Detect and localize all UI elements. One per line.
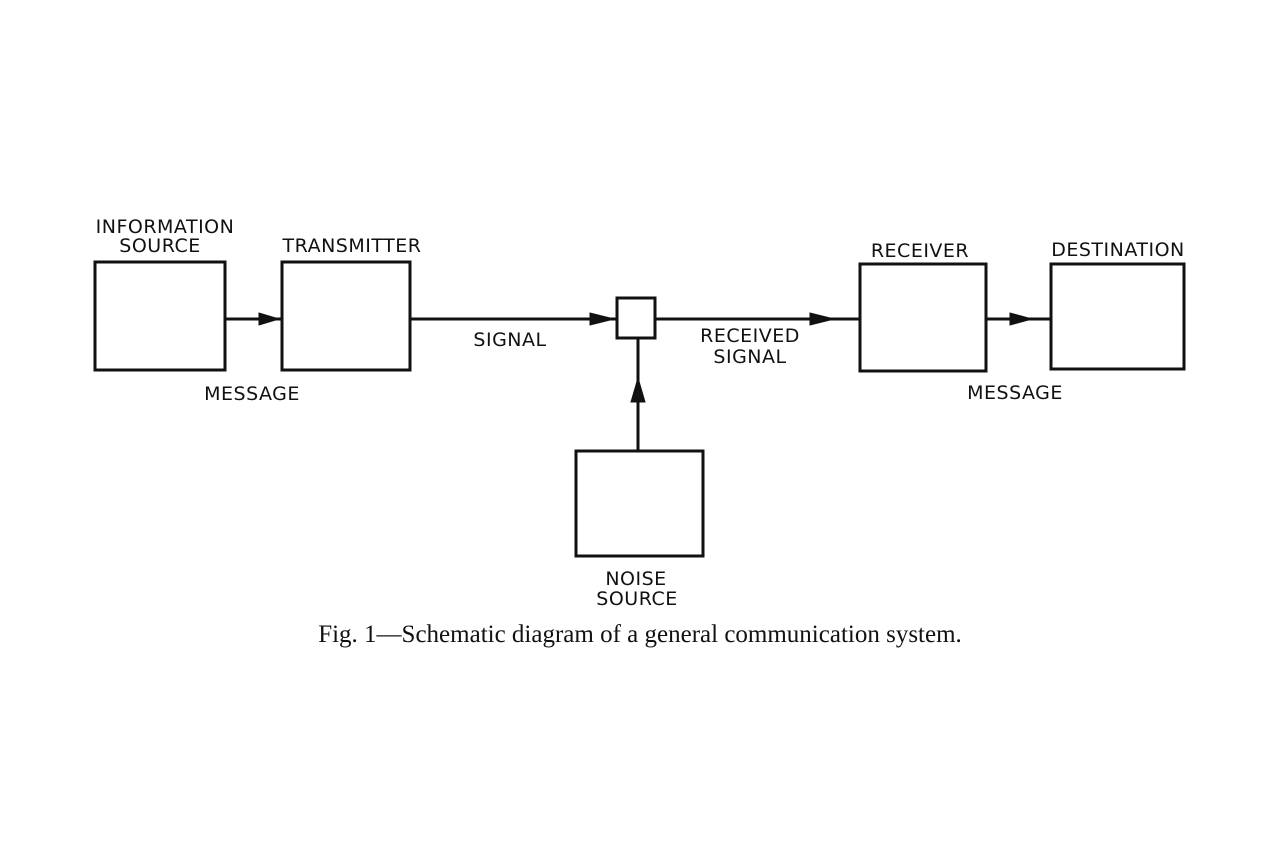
- message-arrow-head-in: [258, 312, 281, 326]
- signal-label: SIGNAL: [473, 329, 546, 351]
- noise-junction-box: [615, 296, 657, 340]
- information-source-label-line1: INFORMATION: [96, 216, 235, 238]
- receiver-label: RECEIVER: [871, 240, 969, 262]
- received-signal-label-line2: SIGNAL: [713, 346, 786, 368]
- signal-arrow-head: [589, 312, 615, 326]
- receiver-box: [858, 262, 988, 373]
- noise-source-box: [574, 449, 705, 558]
- noise-source-label-line1: NOISE: [605, 568, 666, 590]
- information-source-label-line2: SOURCE: [119, 235, 200, 257]
- information-source-box: [93, 260, 227, 372]
- received-signal-arrow-head: [809, 312, 835, 326]
- message-label-out: MESSAGE: [967, 382, 1063, 404]
- transmitter-label: TRANSMITTER: [282, 235, 422, 257]
- message-label-in: MESSAGE: [204, 383, 300, 405]
- destination-box: [1049, 262, 1186, 371]
- noise-source-label-line2: SOURCE: [596, 588, 677, 610]
- message-arrow-head-out: [1009, 312, 1034, 326]
- figure-caption: Fig. 1—Schematic diagram of a general co…: [318, 621, 962, 648]
- destination-label: DESTINATION: [1051, 239, 1185, 261]
- transmitter-box: [280, 260, 412, 372]
- noise-arrow-head: [630, 376, 646, 403]
- received-signal-label-line1: RECEIVED: [700, 325, 800, 347]
